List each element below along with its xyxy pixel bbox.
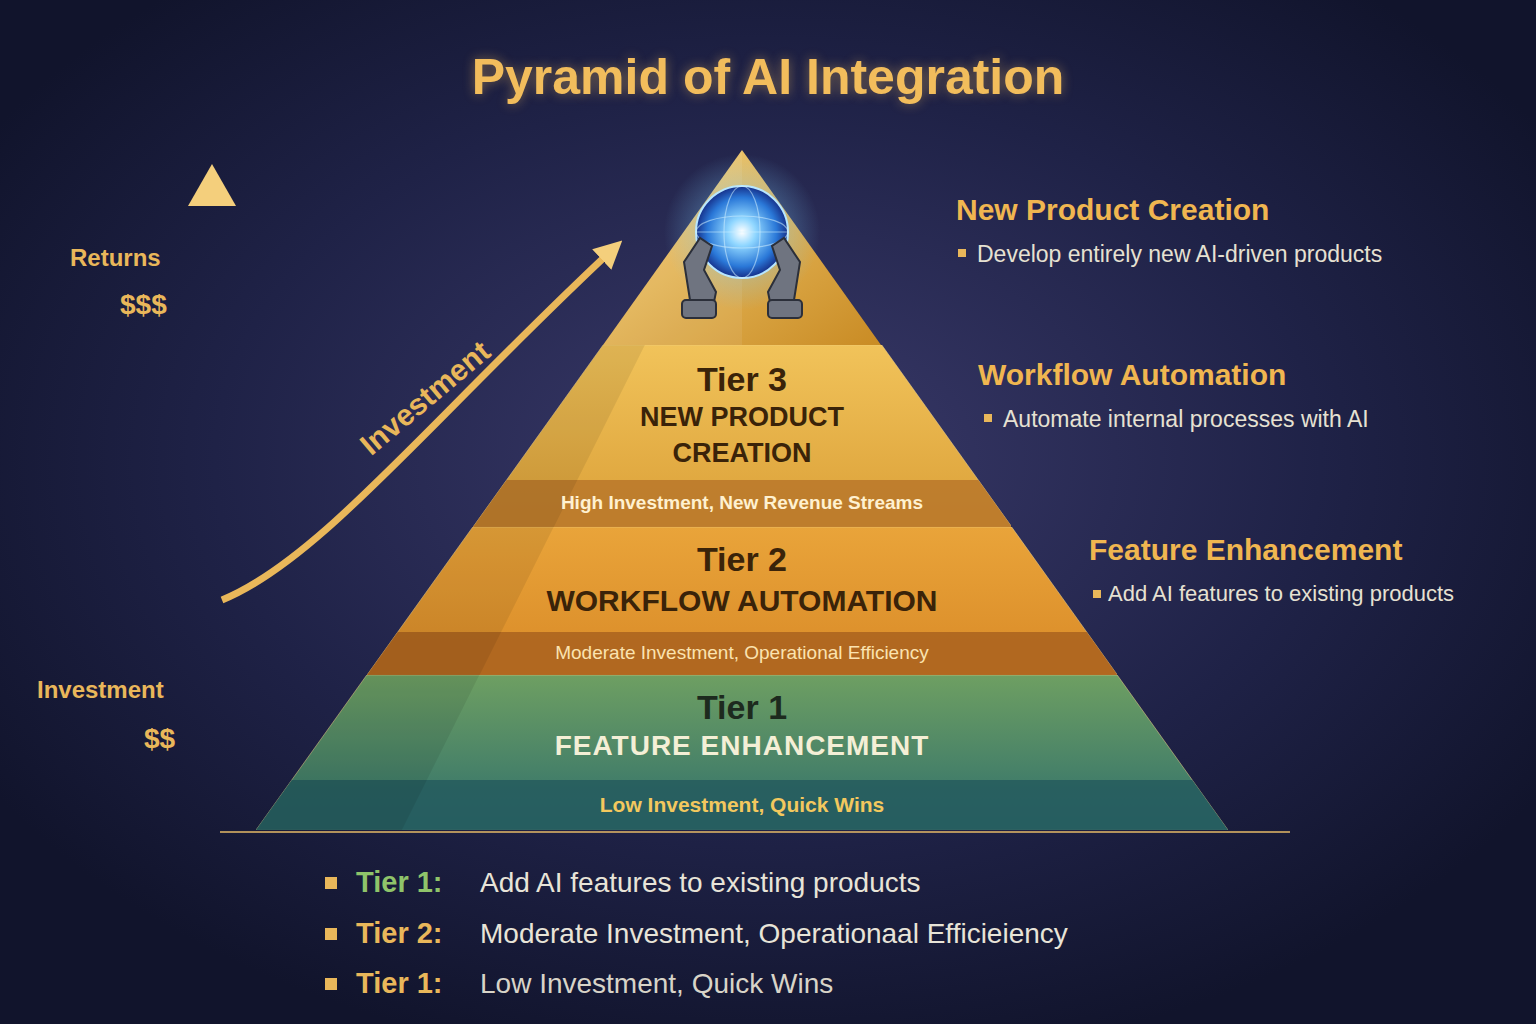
list-text: Add AI features to existing products (480, 866, 920, 900)
tier-heading: WORKFLOW AUTOMATION (546, 583, 937, 619)
list-text: Moderate Investment, Operationaal Effici… (480, 917, 1068, 951)
axis-value: $$$ (120, 288, 167, 322)
side-description: Develop entirely new AI-driven products (977, 240, 1382, 268)
side-heading: Feature Enhancement (1089, 532, 1402, 568)
tier-number: Tier 1 (697, 687, 787, 728)
axis-value: $$ (144, 722, 175, 756)
tier-subtitle: Low Investment, Quick Wins (600, 792, 885, 817)
pyramid-tier: Tier 2WORKFLOW AUTOMATION Moderate Invest… (367, 527, 1117, 675)
axis-label: Investment (37, 675, 164, 704)
side-description: Automate internal processes with AI (1003, 405, 1369, 433)
side-description: Add AI features to existing products (1108, 581, 1454, 607)
tier-heading: NEW PRODUCT CREATION (582, 399, 902, 471)
diagram-title: Pyramid of AI Integration (0, 48, 1536, 106)
tier-subtitle: Moderate Investment, Operational Efficie… (555, 641, 929, 664)
pyramid-tier: Tier 1FEATURE ENHANCEMENT Low Investment,… (256, 675, 1228, 830)
tier-heading: FEATURE ENHANCEMENT (555, 729, 930, 763)
side-heading: Workflow Automation (978, 357, 1286, 393)
list-tier: Tier 2: (356, 916, 443, 951)
axis-label: Returns (70, 243, 161, 272)
list-text: Low Investment, Quick Wins (480, 967, 833, 1001)
side-heading: New Product Creation (956, 192, 1269, 228)
tier-number: Tier 2 (697, 539, 787, 580)
pyramid-tier: Tier 3NEW PRODUCT CREATION High Investmen… (473, 345, 1012, 527)
tier-number: Tier 3 (697, 359, 787, 400)
tier-subtitle: High Investment, New Revenue Streams (561, 491, 923, 514)
list-tier: Tier 1: (356, 966, 443, 1001)
list-tier: Tier 1: (356, 865, 443, 900)
